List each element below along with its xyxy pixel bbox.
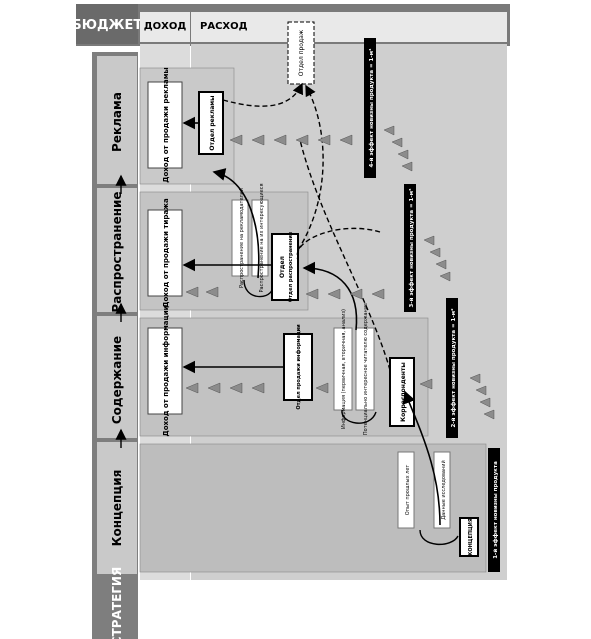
flow-triangles-content [185,373,495,420]
dept-concept [459,517,479,557]
note-reader-content [355,327,375,411]
budget-label-cell [76,4,138,44]
dept-distribution [271,233,299,301]
dept-distribution-label-1: Отдел [279,256,286,278]
note-research [433,451,451,529]
stage-cell-concept [97,442,137,574]
effect-2-label: 2-й эффект новизны продукта = 1-м² [450,308,457,428]
income-box-information [147,327,183,415]
stage-distribution: Распространение [110,191,124,312]
dept-distribution-label: Отдел распространения [288,232,294,302]
effect-1-label: 1-й эффект новизны продукта [492,461,499,559]
note-spend-ad-label: Распространение на рекламодателей [238,188,245,288]
note-info-types-label: Информация (первичная, вторичная, анализ… [341,309,347,429]
stage-cell-distribution [97,188,137,312]
note-reader-content-label: Потенциально интересное читателю содержа… [363,303,369,435]
budget-label: БЮДЖЕТ [72,18,143,33]
dash-correspondents-ads [299,139,391,371]
effect-bar-2 [446,298,458,438]
dept-sales-label: Отдел продаж [298,29,305,76]
effect-3-label: 3-й эффект новизны продукта = 1-м³ [408,188,415,308]
concept-panel [139,443,487,573]
stage-concept: Концепция [110,470,124,547]
note-spend-interest-label: Распространение на их интересующиеся [259,184,265,293]
income-circulation-label: Доход от продажи тиража [162,198,170,308]
note-research-label: Данные исследований [440,460,447,519]
dash-ads-loop [296,227,381,261]
dept-ads-label: Отдел рекламы [209,95,216,150]
dept-info-sales-label: Отдел продажи информации [295,324,302,410]
dash-distribution-sales [297,84,324,251]
stage-cell-content [97,316,137,438]
curve-correspondents-info [341,409,377,424]
income-ads-label: Доход от продажи рекламы [162,67,170,183]
stage-ads: Реклама [110,92,124,152]
flow-triangles-distribution [185,235,451,300]
dept-sales [287,21,315,85]
effect-bar-3 [404,184,416,312]
note-info-types [333,327,353,411]
effect-4-label: 4-й эффект новизны продукта = 1-м⁴ [368,48,375,168]
income-box-ads [147,81,183,169]
note-spend-interest [251,199,269,277]
income-column-header [140,12,190,42]
note-past-experience [397,451,415,529]
effect-bar-4 [364,38,376,178]
curve-notes-distribution [243,279,273,298]
curve-concept-correspondents [403,390,441,526]
curve-correspondents-distribution [302,261,358,331]
income-label: ДОХОД [144,21,187,32]
note-past-experience-label: Опыт прошлых лет [405,465,411,516]
income-box-circulation [147,209,183,297]
flow-triangles-ads [229,125,413,172]
effect-bar-1 [488,448,500,572]
dept-ads [198,91,224,155]
dept-info-sales [283,333,313,401]
note-spend-ad [231,199,249,277]
dept-concept-label: КОНЦЕПЦИЯ [468,518,474,556]
expense-column-header [191,12,507,42]
expense-label: РАСХОД [200,21,248,32]
stage-cell-ads [97,56,137,184]
stage-content: Содержание [110,336,124,424]
curve-distribution-ads [212,168,260,279]
strategy-label: СТРАТЕГИЯ [110,567,124,639]
income-information-label: Доход от продажи информации [162,305,170,436]
curve-concept-loop [419,529,459,545]
dash-ads-sales [222,82,303,107]
dept-correspondents-label: Корреспонденты [400,362,407,422]
